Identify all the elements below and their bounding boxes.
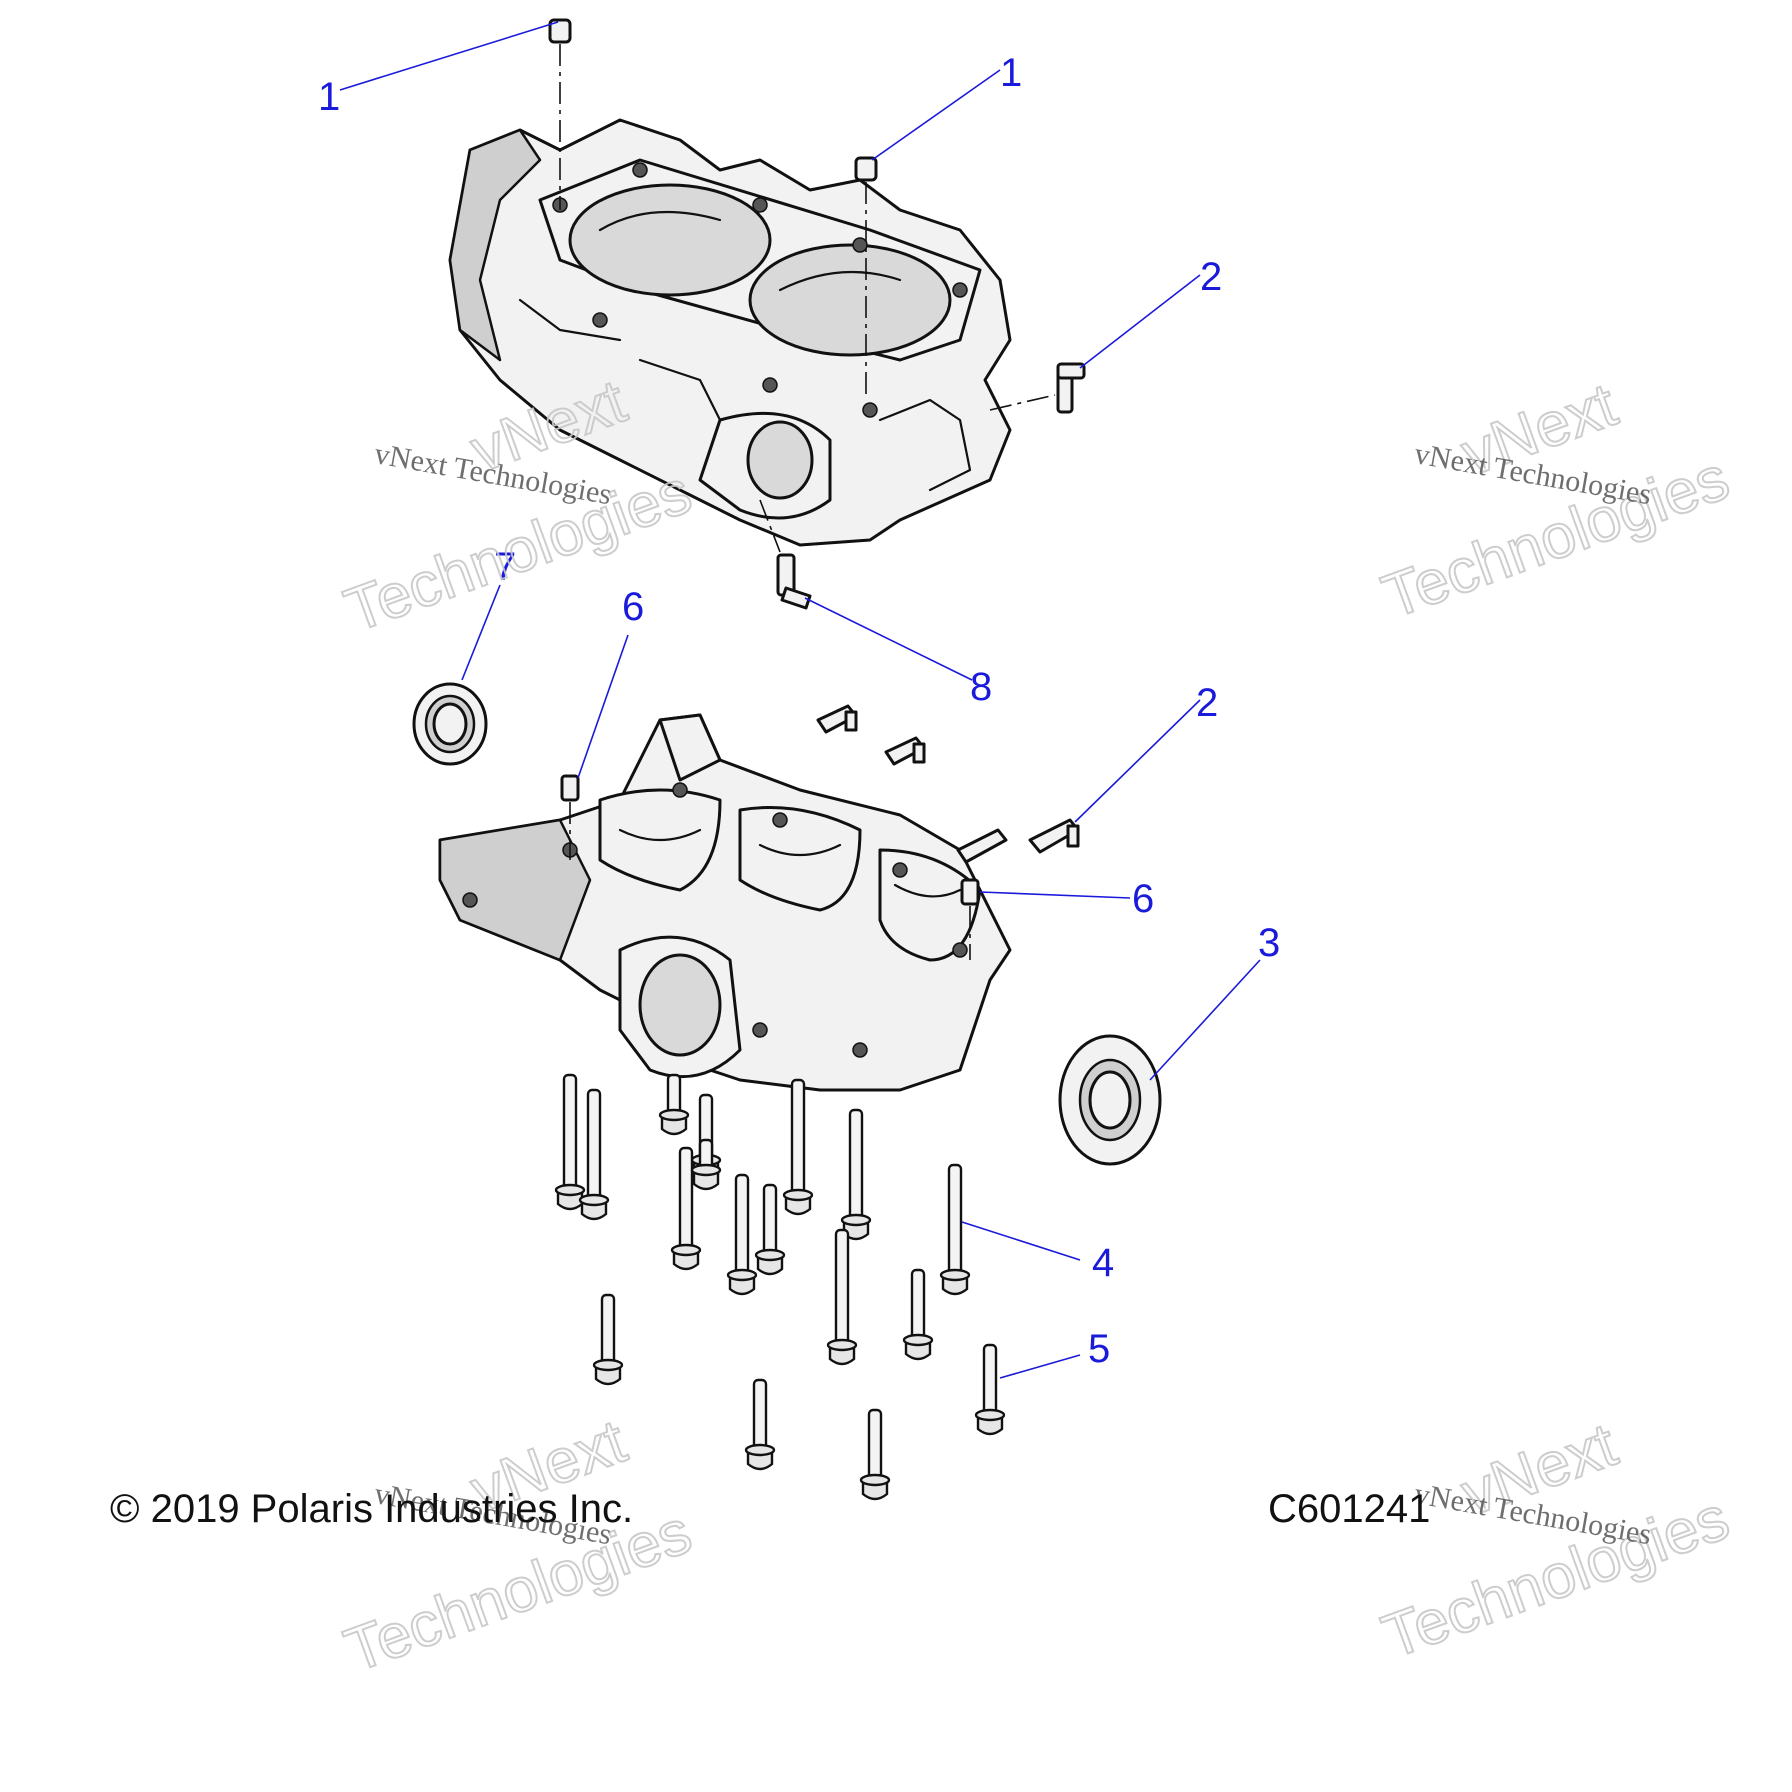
bolt-shank [790,1078,806,1197]
bolt [859,1408,891,1501]
bolt-flange [578,1193,610,1207]
callout-2-lower: 2 [1196,681,1218,725]
bolt-flange [902,1333,934,1347]
bolt-flange [859,1473,891,1487]
oil-fitting-lower-3 [816,704,858,734]
dowel-pin-right [854,156,878,400]
bolt [939,1163,971,1296]
bolt [840,1108,872,1241]
bolt-shank [562,1073,578,1192]
seal-washer-item-3 [1058,1034,1162,1166]
bolt [726,1173,758,1296]
callout-2-upper: 2 [1200,255,1222,299]
bolt-shank [762,1183,778,1257]
callout-4: 4 [1092,1241,1114,1285]
bolt [782,1078,814,1216]
bolt-shank [910,1268,926,1342]
bolt-shank [734,1173,750,1277]
oil-fitting-lower [1028,818,1080,854]
lower-crankcase [438,713,1012,1092]
drawing-code: C601241 [1268,1487,1430,1531]
bolt [658,1073,690,1136]
bolt-flange [658,1108,690,1122]
bolt-flange [840,1213,872,1227]
oil-fitting-lower-4 [884,736,926,766]
leader-lines [339,21,1261,1379]
oil-fitting-lower-2 [956,828,1008,864]
bolt-flange [939,1268,971,1282]
callout-6-right: 6 [1132,877,1154,921]
callout-8: 8 [970,665,992,709]
oil-fitting-upper [989,362,1086,414]
bolt [670,1146,702,1271]
callout-1-right: 1 [1000,51,1022,95]
callout-numbers: 1 1 2 2 3 4 5 6 6 7 8 [318,51,1280,1371]
dowel-pin-lower-left [560,774,580,860]
oil-fitting-item-8 [759,499,812,610]
oil-seal-item-7 [412,682,488,766]
watermark-bottom-right: vNext Technologies vNext Technologies [1373,1409,1739,1673]
bolt [690,1138,722,1191]
bolt-flange [670,1243,702,1257]
bolt-flange [744,1443,776,1457]
bolt [592,1293,624,1386]
bolt-flange [690,1163,722,1177]
bolt-flange [726,1268,758,1282]
watermark-bottom-left: vNext Technologies vNext Technologies [335,1406,701,1687]
bolt [554,1073,586,1211]
bolt-shank [586,1088,602,1202]
callout-5: 5 [1088,1327,1110,1371]
bolt-shank [848,1108,864,1222]
callout-3: 3 [1258,921,1280,965]
upper-crankcase [448,118,1012,547]
bolt-set [554,1073,1006,1501]
bolt-shank [752,1378,768,1452]
bolt-shank [947,1163,963,1277]
callout-6-left: 6 [622,585,644,629]
bolt [826,1228,858,1366]
watermark-top-right: vNext Technologies vNext Technologies [1373,369,1739,633]
bolt-shank [678,1146,694,1252]
bolt [754,1183,786,1276]
bolt-flange [592,1358,624,1372]
callout-7: 7 [494,545,516,589]
callout-1-left: 1 [318,75,340,119]
bolt-flange [554,1183,586,1197]
bolt [578,1088,610,1221]
bolt [902,1268,934,1361]
dowel-pin-lower-right [960,878,980,960]
bolt-shank [982,1343,998,1417]
bolt-flange [974,1408,1006,1422]
bolt [974,1343,1006,1436]
bolt-shank [867,1408,883,1482]
bolt-flange [754,1248,786,1262]
bolt-shank [834,1228,850,1347]
bolt-flange [782,1188,814,1202]
copyright-text: © 2019 Polaris Industries Inc. [110,1487,633,1531]
bolt-flange [826,1338,858,1352]
bolt [744,1378,776,1471]
bolt-shank [600,1293,616,1367]
dowel-pin-left [548,18,572,210]
